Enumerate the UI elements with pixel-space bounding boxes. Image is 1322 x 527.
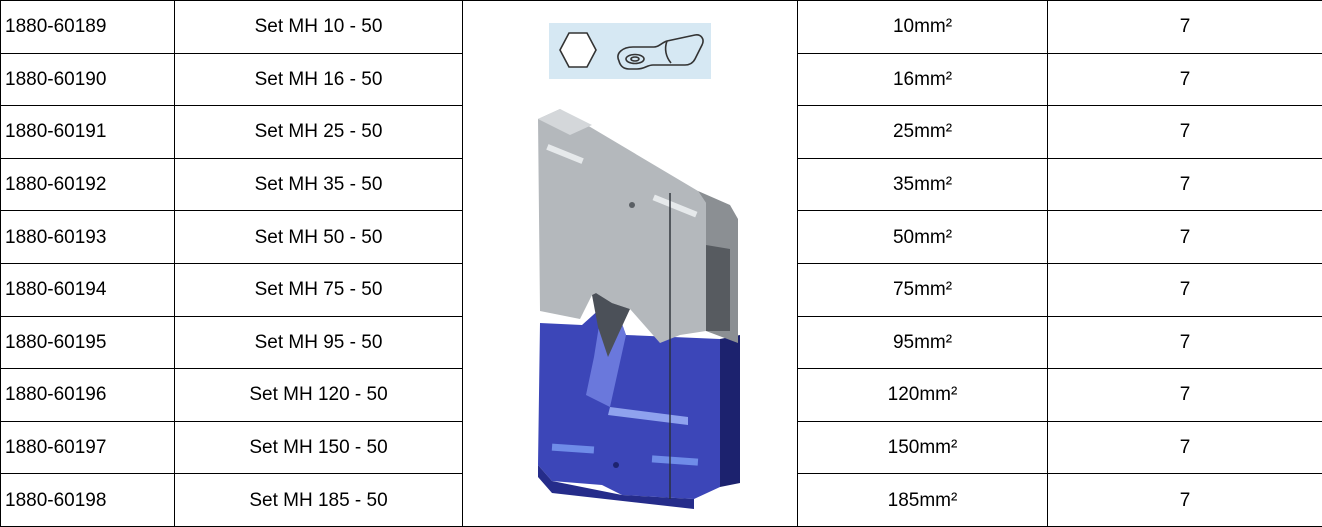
hexagon-crimp-cable-lug-icon: [549, 23, 711, 79]
quantity-cell: 7: [1048, 421, 1322, 474]
hexagonal-crimp-die-set-image: [512, 95, 748, 509]
description-cell: Set MH 185 - 50: [175, 474, 463, 527]
cross-section-cell: 16mm²: [798, 53, 1048, 106]
quantity-cell: 7: [1048, 263, 1322, 316]
description-cell: Set MH 75 - 50: [175, 263, 463, 316]
article-code-cell: 1880-60197: [1, 421, 175, 474]
article-code-cell: 1880-60195: [1, 316, 175, 369]
quantity-cell: 7: [1048, 474, 1322, 527]
article-code-cell: 1880-60190: [1, 53, 175, 106]
article-code-cell: 1880-60196: [1, 369, 175, 422]
cross-section-cell: 25mm²: [798, 106, 1048, 159]
description-cell: Set MH 120 - 50: [175, 369, 463, 422]
article-code-cell: 1880-60193: [1, 211, 175, 264]
quantity-cell: 7: [1048, 106, 1322, 159]
description-cell: Set MH 95 - 50: [175, 316, 463, 369]
description-cell: Set MH 25 - 50: [175, 106, 463, 159]
description-cell: Set MH 150 - 50: [175, 421, 463, 474]
table-row: 1880-60189 Set MH 10 - 50: [1, 1, 1322, 54]
cross-section-cell: 95mm²: [798, 316, 1048, 369]
description-cell: Set MH 50 - 50: [175, 211, 463, 264]
product-image-cell: [463, 1, 798, 527]
quantity-cell: 7: [1048, 158, 1322, 211]
quantity-cell: 7: [1048, 53, 1322, 106]
article-code-cell: 1880-60194: [1, 263, 175, 316]
cross-section-cell: 10mm²: [798, 1, 1048, 54]
description-cell: Set MH 10 - 50: [175, 1, 463, 54]
description-cell: Set MH 35 - 50: [175, 158, 463, 211]
cross-section-cell: 185mm²: [798, 474, 1048, 527]
article-code-cell: 1880-60198: [1, 474, 175, 527]
cross-section-cell: 120mm²: [798, 369, 1048, 422]
quantity-cell: 7: [1048, 211, 1322, 264]
quantity-cell: 7: [1048, 1, 1322, 54]
description-cell: Set MH 16 - 50: [175, 53, 463, 106]
cross-section-cell: 50mm²: [798, 211, 1048, 264]
article-code-cell: 1880-60192: [1, 158, 175, 211]
cross-section-cell: 150mm²: [798, 421, 1048, 474]
article-code-cell: 1880-60191: [1, 106, 175, 159]
cross-section-cell: 35mm²: [798, 158, 1048, 211]
cross-section-cell: 75mm²: [798, 263, 1048, 316]
quantity-cell: 7: [1048, 369, 1322, 422]
quantity-cell: 7: [1048, 316, 1322, 369]
article-code-cell: 1880-60189: [1, 1, 175, 54]
